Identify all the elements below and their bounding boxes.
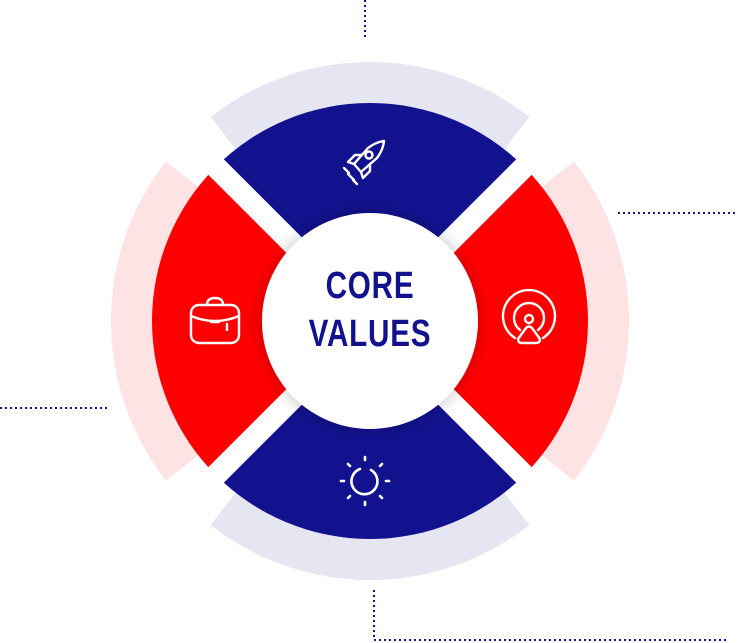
center-circle	[262, 213, 478, 429]
segment-bottom	[215, 391, 525, 539]
title-line-1: CORE	[325, 265, 415, 307]
connector-bottom	[373, 590, 726, 641]
rocket-icon	[342, 139, 386, 186]
briefcase-icon	[189, 296, 241, 345]
broadcast-user-icon	[501, 288, 557, 345]
title-line-2: VALUES	[308, 313, 432, 355]
segment-top	[215, 103, 525, 251]
center-title: CORE VALUES	[286, 262, 454, 358]
sun-icon	[339, 455, 391, 507]
